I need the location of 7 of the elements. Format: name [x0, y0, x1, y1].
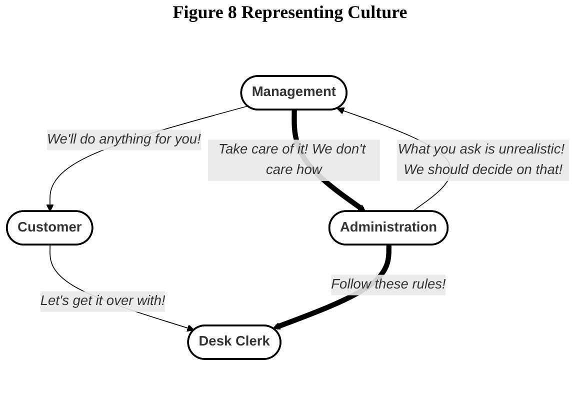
arrow: [46, 106, 248, 212]
edge-label: What you ask is unrealistic! We should decide on that!: [398, 142, 565, 178]
edge-label: Follow these rules!: [331, 277, 446, 292]
edge-label: Take care of it! We don't care how: [218, 142, 366, 178]
edge-label: Let's get it over with!: [40, 294, 166, 308]
diagram-title: Figure 8 Representing Culture: [172, 2, 408, 23]
edge-label: We'll do anything for you!: [47, 132, 201, 147]
